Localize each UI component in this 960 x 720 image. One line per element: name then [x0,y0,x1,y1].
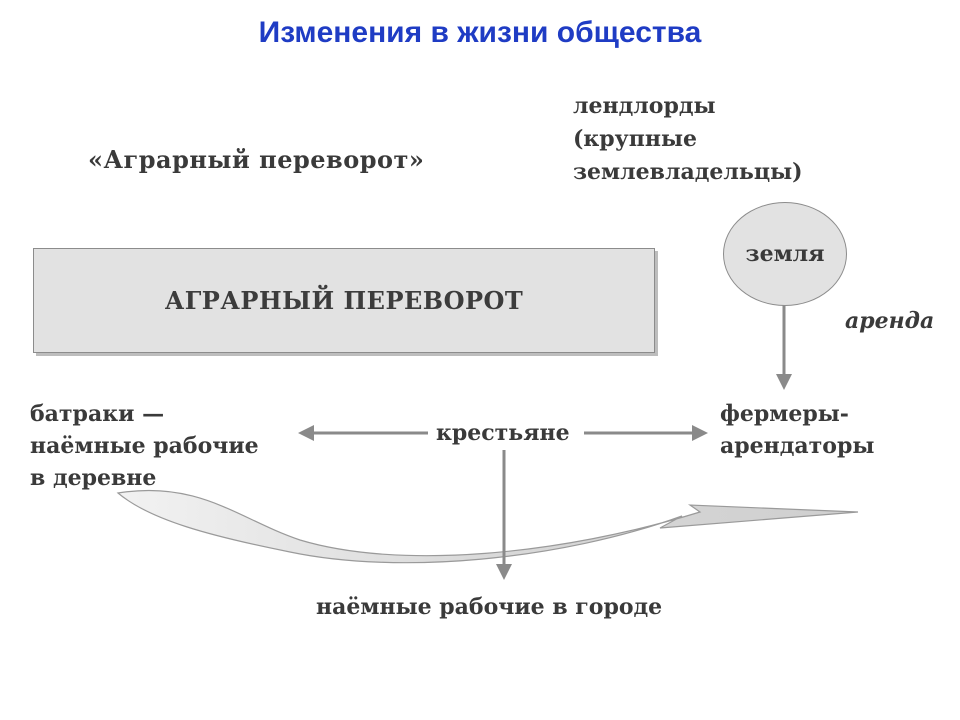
agrarian-revolution-label: АГРАРНЫЙ ПЕРЕВОРОТ [164,286,524,315]
landlords-label: лендлорды (крупные землевладельцы) [573,93,803,185]
peasants-label: крестьяне [432,420,574,446]
swoosh-arrow [116,489,859,564]
village-laborers-label: батраки — наёмные рабочие в деревне [30,401,259,491]
city-workers-label: наёмные рабочие в городе [316,594,663,620]
land-circle: земля [723,202,847,306]
agrarian-revolution-box: АГРАРНЫЙ ПЕРЕВОРОТ [33,248,655,353]
diagram-subtitle: «Аграрный переворот» [88,145,425,174]
rent-label: аренда [845,308,935,334]
tenant-farmers-label: фермеры- арендаторы [720,401,875,459]
slide-title: Изменения в жизни общества [258,16,702,49]
land-label: земля [745,241,825,267]
